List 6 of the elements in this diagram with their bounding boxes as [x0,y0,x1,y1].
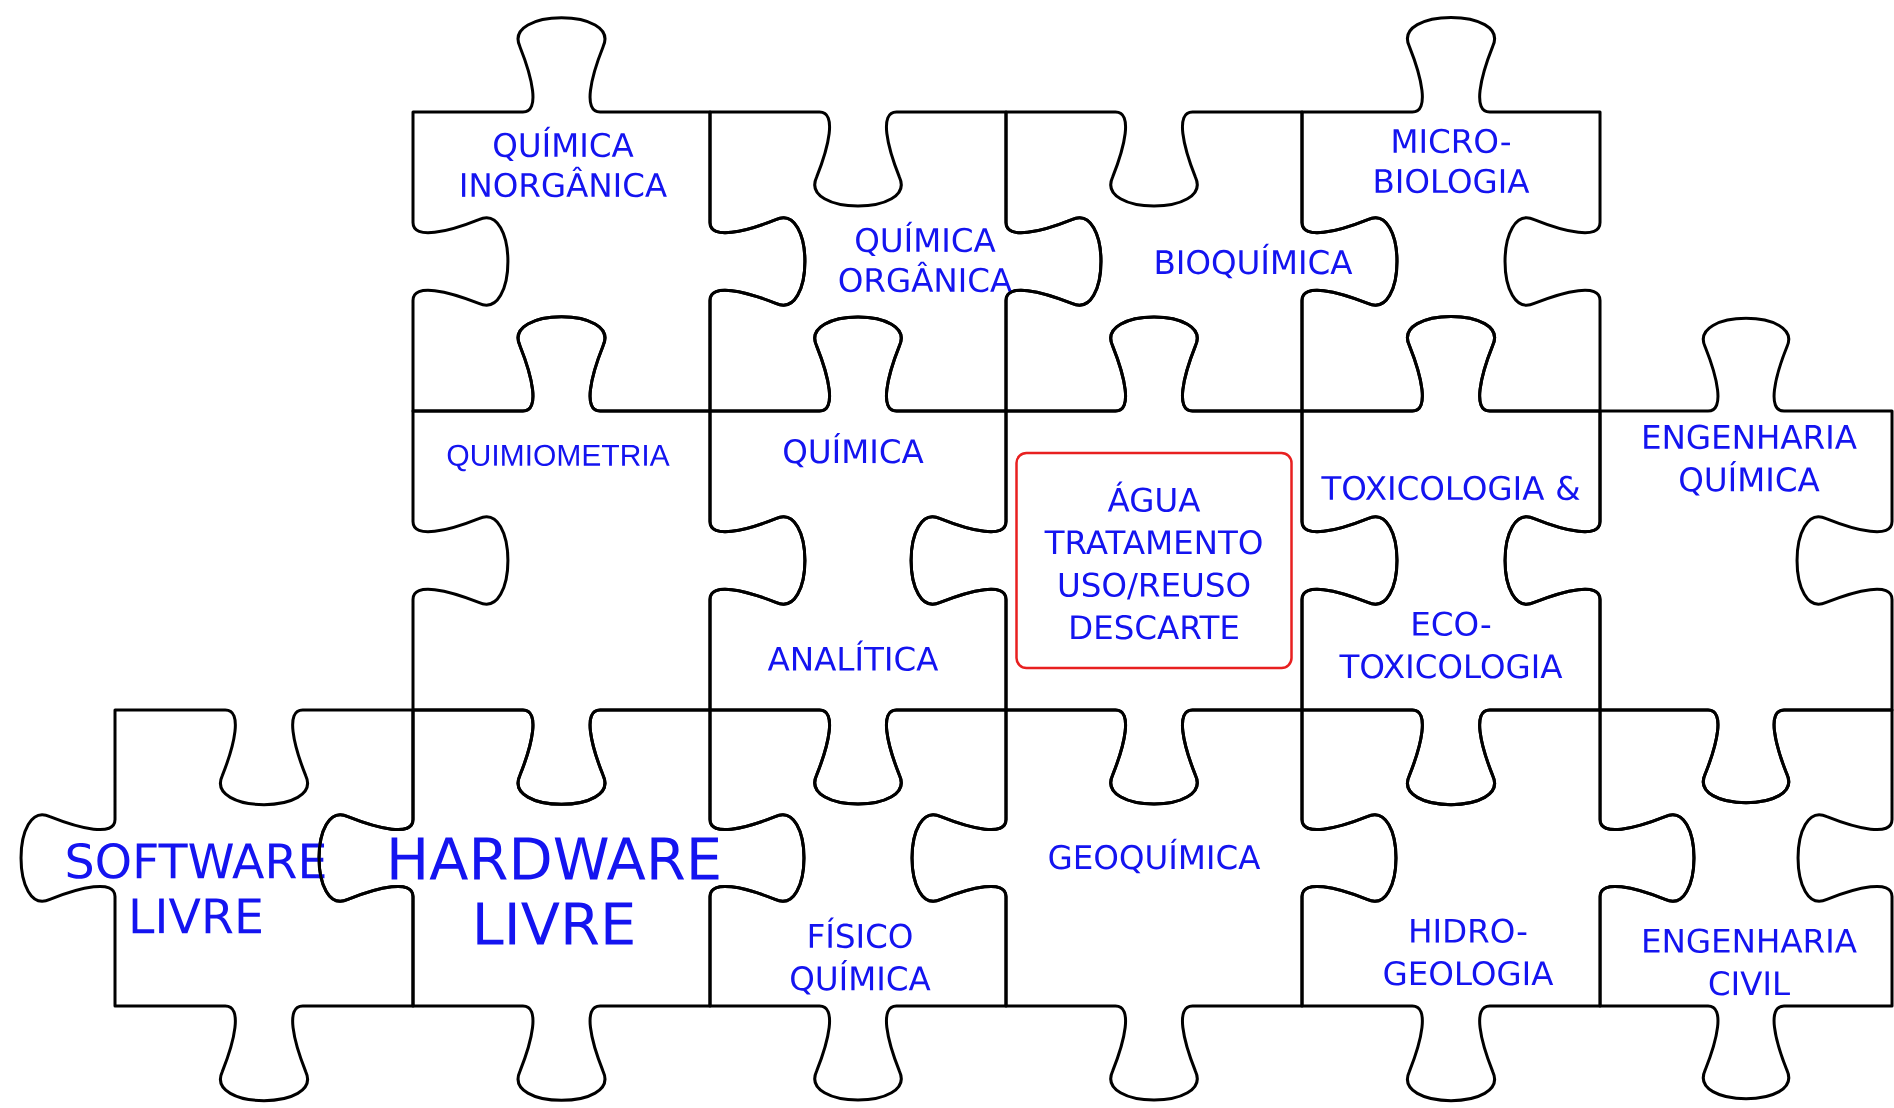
puzzle-piece: ENGENHARIA CIVIL [1598,708,1894,1101]
puzzle-piece: QUÍMICA ANALÍTICA [708,315,1008,806]
label-box: ÁGUA TRATAMENTO USO/REUSO DESCARTE [1015,451,1293,670]
puzzle-piece: QUÍMICA INORGÂNICA [411,16,807,413]
puzzle-piece: QUÍMICA ORGÂNICA [708,110,1103,413]
puzzle-piece: TOXICOLOGIA & ECO- TOXICOLOGIA [1300,314,1602,807]
